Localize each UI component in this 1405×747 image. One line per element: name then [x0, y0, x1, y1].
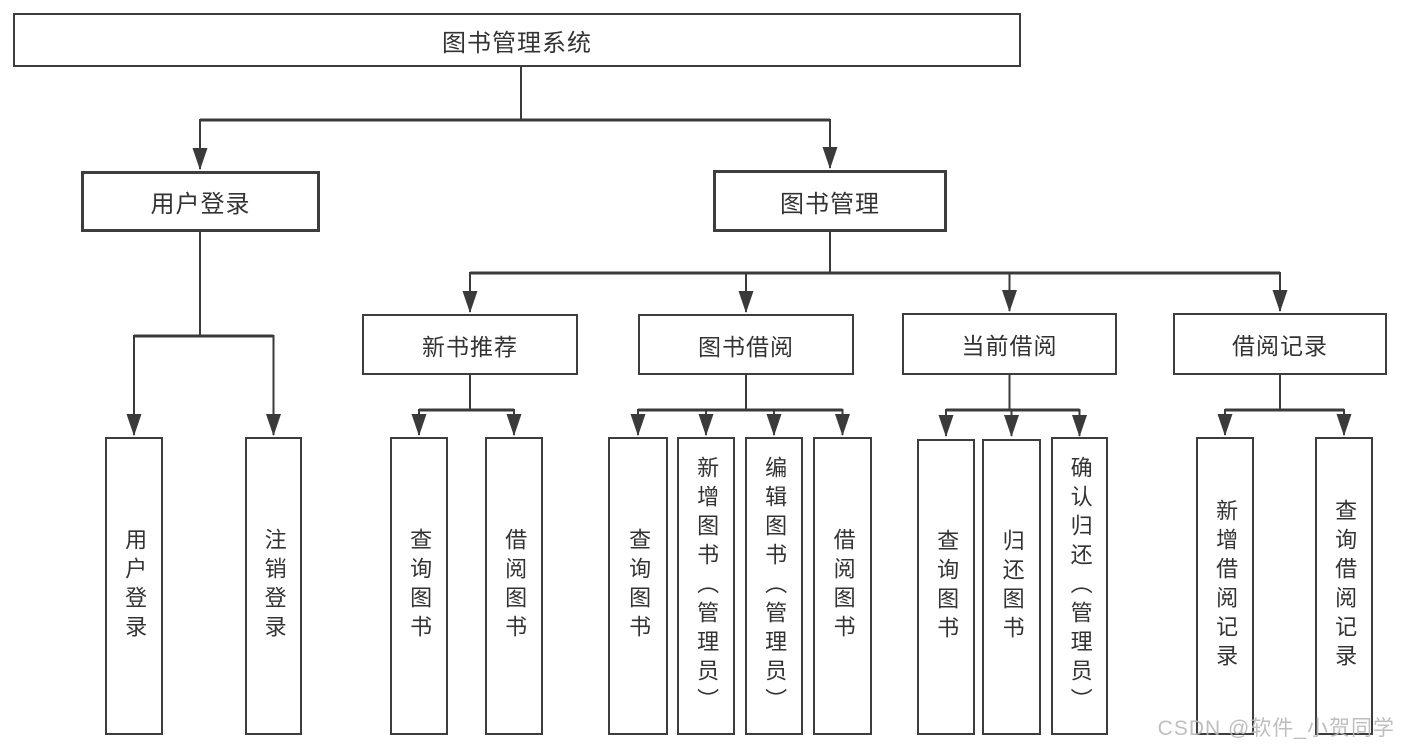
- node-user-login: 用户登录: [81, 171, 320, 232]
- node-borrowing-records: 借阅记录: [1173, 313, 1387, 375]
- node-book-borrowing: 图书借阅: [638, 314, 854, 375]
- leaf-current-query-books: 查询图书: [917, 439, 975, 735]
- leaf-records-add-record: 新增借阅记录: [1196, 437, 1254, 735]
- leaf-newbooks-query-books: 查询图书: [390, 437, 448, 735]
- node-root: 图书管理系统: [13, 13, 1021, 67]
- leaf-borrowing-edit-books-admin: 编辑图书（管理员）: [745, 437, 803, 735]
- watermark: CSDN @软件_小贺同学: [1157, 717, 1395, 740]
- node-current-borrowing: 当前借阅: [902, 313, 1117, 375]
- leaf-current-return-books: 归还图书: [982, 439, 1041, 735]
- node-book-management: 图书管理: [713, 170, 947, 232]
- leaf-newbooks-borrow-books: 借阅图书: [485, 437, 543, 735]
- leaf-records-query-record: 查询借阅记录: [1315, 437, 1373, 735]
- leaf-user-login: 用户登录: [105, 437, 163, 735]
- leaf-logout: 注销登录: [245, 437, 302, 735]
- leaf-borrowing-add-books-admin: 新增图书（管理员）: [677, 437, 735, 735]
- leaf-borrowing-borrow-books: 借阅图书: [813, 437, 872, 735]
- leaf-borrowing-query-books: 查询图书: [608, 437, 668, 735]
- leaf-current-confirm-return-admin: 确认归还（管理员）: [1051, 437, 1108, 735]
- node-new-book-recommend: 新书推荐: [362, 314, 578, 375]
